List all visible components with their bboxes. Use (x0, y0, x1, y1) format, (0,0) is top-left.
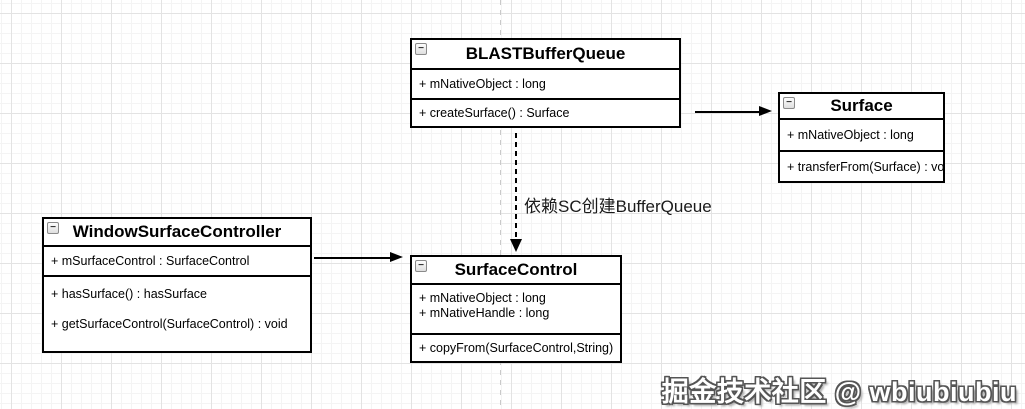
class-title-row: − SurfaceControl (412, 257, 620, 285)
arrowhead-down-icon (510, 239, 522, 252)
class-title-row: − Surface (780, 94, 943, 120)
arrowhead-right-icon (390, 252, 403, 262)
class-method: + createSurface() : Surface (419, 106, 570, 120)
collapse-icon[interactable]: − (47, 222, 59, 234)
watermark-text: 掘金技术社区 @ wbiubiubiu (661, 377, 1017, 407)
dependency-label: 依赖SC创建BufferQueue (524, 197, 712, 216)
class-title-row: − BLASTBufferQueue (412, 40, 679, 70)
class-method: + transferFrom(Surface) : vo (787, 159, 943, 174)
class-methods-section: + transferFrom(Surface) : vo (780, 152, 943, 181)
class-field: + mNativeObject : long (787, 128, 914, 142)
class-fields-section: + mSurfaceControl : SurfaceControl (44, 247, 310, 277)
class-methods-section: + createSurface() : Surface (412, 100, 679, 126)
class-title: WindowSurfaceController (72, 222, 282, 241)
class-windowsurfacecontroller[interactable]: − WindowSurfaceController + mSurfaceCont… (42, 217, 312, 353)
arrow-windowsurfacecontroller-to-surfacecontrol-line (314, 257, 391, 259)
class-fields-section: + mNativeObject : long + mNativeHandle :… (412, 285, 620, 335)
class-fields-section: + mNativeObject : long (780, 120, 943, 152)
arrowhead-right-icon (759, 106, 772, 116)
class-field: + mSurfaceControl : SurfaceControl (51, 254, 250, 268)
class-surface[interactable]: − Surface + mNativeObject : long + trans… (778, 92, 945, 183)
class-method: + copyFrom(SurfaceControl,String) (419, 341, 614, 355)
class-methods-section: + copyFrom(SurfaceControl,String) (412, 335, 620, 361)
class-fields-section: + mNativeObject : long (412, 70, 679, 100)
class-title: SurfaceControl (454, 260, 578, 279)
dashed-dependency-arrow-line (515, 133, 517, 239)
class-method: + getSurfaceControl(SurfaceControl) : vo… (51, 317, 288, 331)
class-title: BLASTBufferQueue (465, 44, 626, 63)
collapse-icon[interactable]: − (783, 97, 795, 109)
class-field: + mNativeHandle : long (419, 306, 550, 320)
page-divider-dashed-line (500, 0, 501, 409)
collapse-icon[interactable]: − (415, 260, 427, 272)
class-title-row: − WindowSurfaceController (44, 219, 310, 247)
arrow-blastbufferqueue-to-surface-line (695, 111, 760, 113)
class-method: + hasSurface() : hasSurface (51, 287, 207, 301)
class-field: + mNativeObject : long (419, 291, 546, 305)
class-methods-section: + hasSurface() : hasSurface + getSurface… (44, 277, 310, 351)
class-surfacecontrol[interactable]: − SurfaceControl + mNativeObject : long … (410, 255, 622, 363)
collapse-icon[interactable]: − (415, 43, 427, 55)
class-field: + mNativeObject : long (419, 77, 546, 91)
class-title: Surface (830, 96, 893, 115)
class-blastbufferqueue[interactable]: − BLASTBufferQueue + mNativeObject : lon… (410, 38, 681, 128)
